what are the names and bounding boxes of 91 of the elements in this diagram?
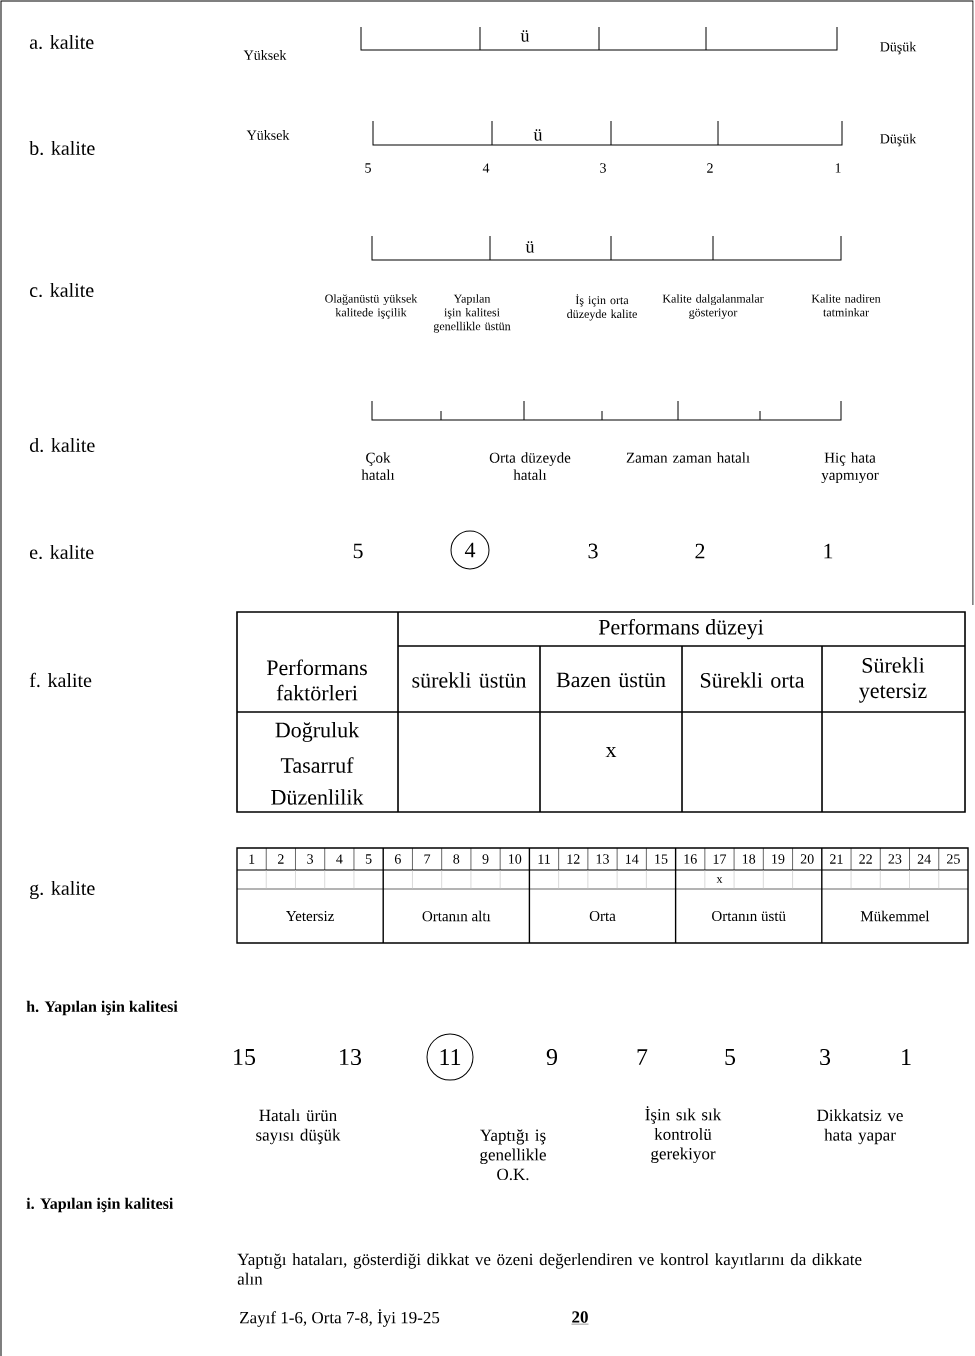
table-header: Performans faktörleri	[266, 659, 367, 701]
scale-end-label: Düşük	[880, 133, 917, 147]
scale-description: İşin sık sık kontrolü gerekiyor	[645, 1106, 722, 1163]
row-heading: h. Yapılan işin kalitesi	[26, 1000, 178, 1016]
check-mark: ü	[525, 241, 535, 253]
rating-number: 1	[902, 1049, 911, 1065]
scale-number: 4	[482, 163, 490, 173]
row-heading: i. Yapılan işin kalitesi	[26, 1197, 174, 1213]
instruction-text: Yaptığı hataları, gösterdiği dikkat ve özeni değerlendiren ve kontrol kayıtlarını da dikkate alın	[237, 1253, 862, 1285]
row-heading: c. kalite	[29, 282, 94, 298]
scale-description: Zaman zaman hatalı	[626, 452, 750, 463]
table-cell: 19	[772, 854, 785, 864]
table-cell: Tasarruf	[280, 757, 354, 773]
table-cell: Doğruluk	[275, 722, 360, 742]
scale-end-label: Düşük	[880, 41, 917, 55]
table-cell: 12	[567, 854, 580, 864]
scale-number: 5	[365, 163, 371, 173]
table-cell: 3	[307, 854, 314, 864]
row-heading: g. kalite	[30, 880, 95, 900]
table-header: Sürekli orta	[700, 672, 805, 688]
scale-description: Kalite dalgalanmalar gösteriyor	[662, 294, 764, 319]
table-cell: 14	[625, 854, 639, 864]
table-cell: 13	[596, 854, 609, 864]
scale-description: Dikkatsiz ve hata yapar	[817, 1109, 903, 1145]
rating-number: 7	[637, 1049, 648, 1065]
scale-description: Hatalı ürün sayısı düşük	[256, 1109, 341, 1145]
table-cell: 17	[713, 854, 727, 864]
row-heading: b. kalite	[29, 140, 95, 156]
table-cell: Orta	[589, 910, 616, 922]
scale-description: Çok hatalı	[361, 452, 395, 480]
scale-description: Kalite nadiren tatminkar	[811, 294, 881, 317]
scale-description: Yaptığı iş genellikle O.K.	[480, 1129, 546, 1181]
table-cell: 2	[277, 854, 284, 864]
table-cell: 23	[888, 854, 902, 864]
rating-number: 2	[695, 543, 705, 559]
rating-number: 5	[353, 543, 363, 559]
table-cell: Ortanın üstü	[712, 910, 786, 922]
score-value: 20	[571, 1311, 589, 1325]
scale-end-label: Yüksek	[243, 50, 287, 60]
rating-number: 3	[588, 543, 598, 559]
scale-description: Orta düzeyde hatalı	[489, 452, 571, 480]
row-heading: d. kalite	[29, 437, 95, 453]
instruction-text: Zayıf 1-6, Orta 7-8, İyi 19-25	[240, 1309, 440, 1327]
table-cell: Yetersiz	[286, 910, 334, 922]
table-cell: 8	[453, 854, 460, 864]
table-cell: 7	[424, 854, 431, 864]
scale-end-label: Yüksek	[246, 130, 290, 140]
table-header: Sürekli yetersiz	[859, 657, 927, 703]
rating-number: 15	[234, 1048, 256, 1066]
scale-description: İş için orta düzeyde kalite	[567, 294, 637, 321]
table-cell: 6	[394, 854, 401, 864]
table-header: sürekli üstün	[412, 672, 527, 688]
table-cell: 5	[365, 854, 372, 864]
table-cell: x	[605, 746, 617, 758]
row-heading: a. kalite	[29, 34, 94, 50]
table-cell: Ortanın altı	[422, 910, 491, 922]
rating-number: 5	[725, 1049, 736, 1065]
table-cell: 21	[830, 854, 843, 864]
table-cell: 10	[509, 854, 522, 864]
row-heading: f. kalite	[29, 672, 92, 688]
circled-number: 11	[426, 1033, 474, 1081]
scale-description: Hiç hata yapmıyor	[821, 452, 879, 484]
scale-description: Yapılan işin kalitesi genellikle üstün	[433, 294, 511, 333]
circled-number: 4	[450, 530, 490, 570]
table-cell: 11	[538, 854, 550, 864]
scale-number: 2	[707, 163, 713, 173]
rating-number: 3	[820, 1048, 831, 1066]
table-cell: Düzenlilik	[271, 789, 364, 805]
check-mark: ü	[520, 30, 530, 42]
table-cell: 15	[655, 854, 668, 864]
table-cell: 4	[336, 854, 343, 864]
table-cell: 24	[917, 854, 931, 864]
table-cell: x	[716, 877, 723, 883]
table-cell: 9	[482, 854, 489, 864]
scale-number: 1	[835, 163, 841, 173]
table-cell: 16	[684, 854, 697, 864]
table-cell: 18	[742, 854, 756, 864]
check-mark: ü	[533, 129, 543, 141]
table-cell: Mükemmel	[860, 910, 930, 922]
rating-number: 1	[824, 543, 833, 559]
rating-number: 9	[546, 1048, 557, 1066]
rating-number: 13	[340, 1048, 362, 1066]
table-cell: 20	[800, 854, 814, 864]
table-header: Performans düzeyi	[598, 618, 764, 640]
table-cell: 25	[947, 854, 960, 864]
table-cell: 1	[249, 854, 255, 864]
row-heading: e. kalite	[30, 544, 94, 560]
scale-description: Olağanüstü yüksek kalitede işçilik	[325, 294, 418, 319]
scale-number: 3	[600, 163, 606, 173]
table-header: Bazen üstün	[556, 672, 666, 688]
table-cell: 22	[859, 854, 872, 864]
